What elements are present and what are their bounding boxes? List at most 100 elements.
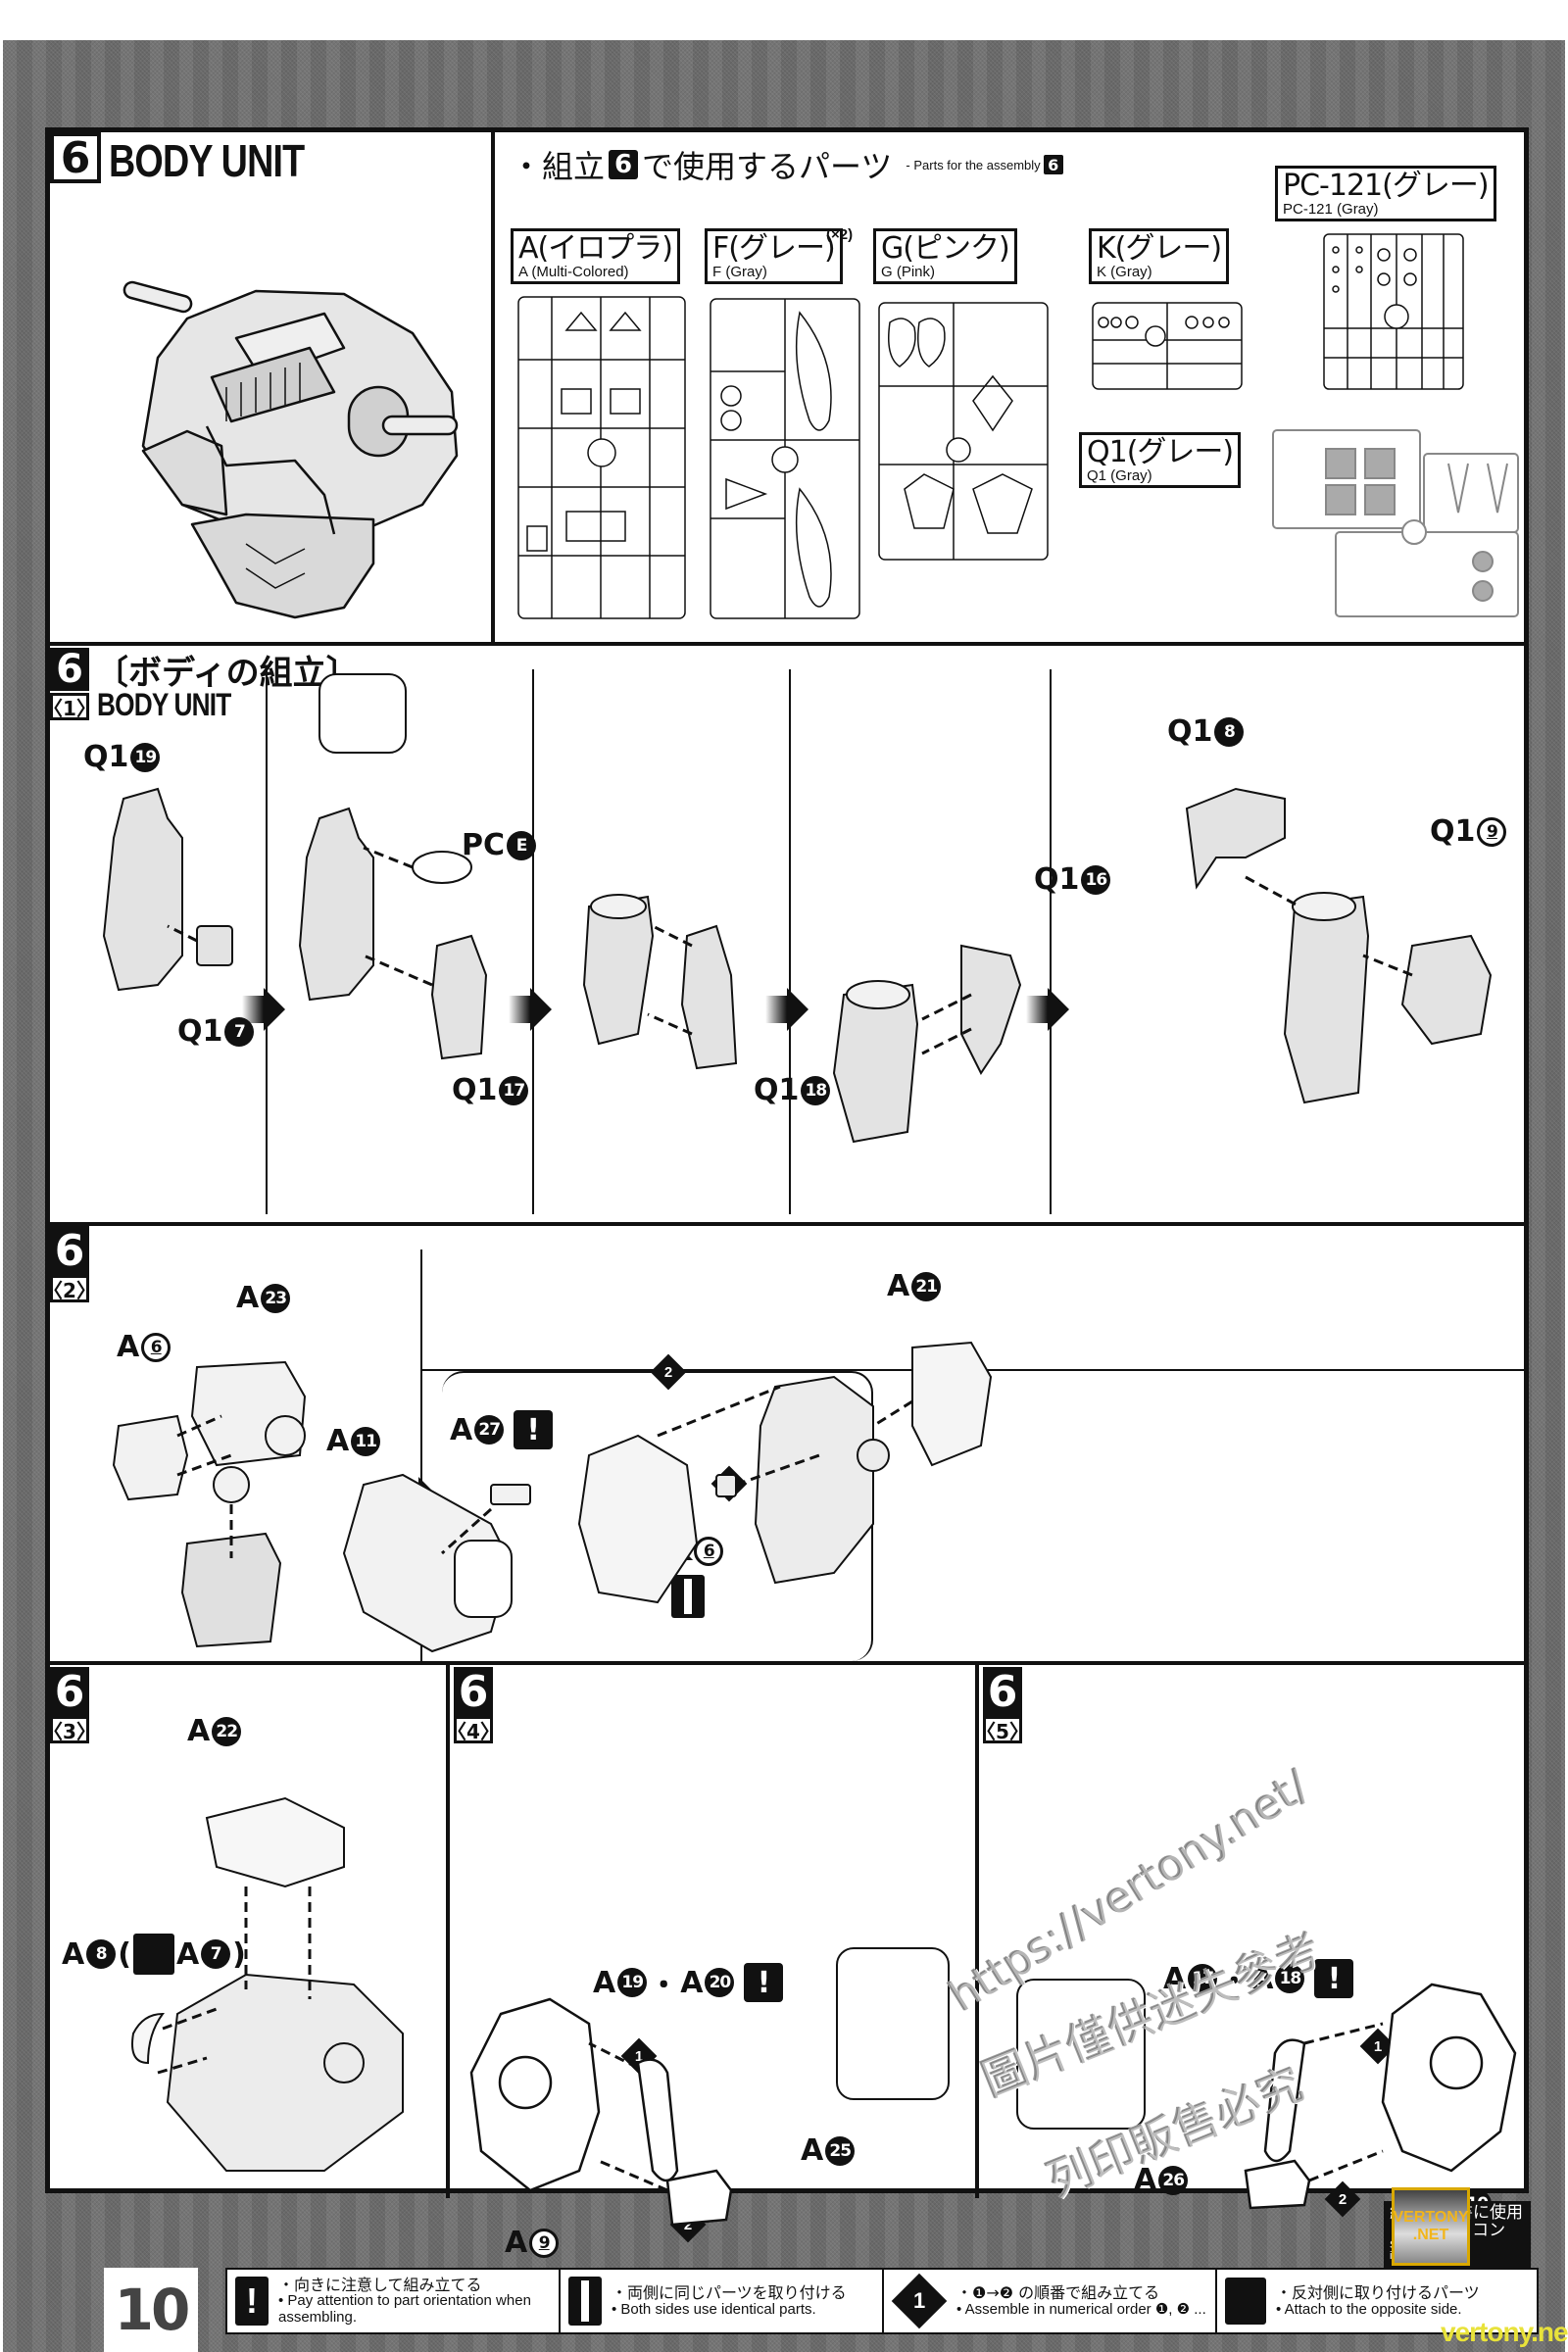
divider [50, 642, 1524, 646]
part-number: 7 [201, 1939, 231, 1969]
runner-k-diagram [1089, 295, 1246, 393]
runner-id: A [62, 1936, 85, 1972]
divider [50, 1661, 1524, 1665]
runner-label-f: F(グレー) F (Gray) [705, 228, 843, 285]
part-number: 21 [911, 1271, 942, 1301]
part-number: 16 [1081, 864, 1111, 895]
panel-divider [420, 1250, 422, 1661]
part-number: 19 [617, 1968, 648, 1997]
runner-id: A [505, 2226, 528, 2260]
runner-id: Q1 [754, 1073, 800, 1107]
part-number: 23 [261, 1283, 291, 1313]
leg-frame-pc-illustration [295, 799, 520, 1073]
runner-id: Q1 [1167, 714, 1213, 749]
panel-divider [789, 669, 791, 1214]
warning-icon: ! [1314, 1959, 1354, 1998]
watermark-badge: VERTONY .NET [1392, 2187, 1470, 2266]
warning-icon: ! [744, 1963, 784, 2002]
torso-core-illustration [89, 1348, 383, 1651]
part-number: 22 [212, 1716, 242, 1746]
part-number: 17 [1188, 1964, 1218, 1993]
next-step-arrow [1026, 988, 1069, 1031]
body-unit-completed-illustration [99, 220, 471, 622]
numerical-order-icon: 1 [891, 2273, 948, 2329]
part-number: 27 [474, 1415, 505, 1445]
legend-jp: ・❶→❷ の順番で組み立てる [956, 2282, 1160, 2302]
part-number: E [507, 830, 537, 860]
parts-title-jp-suffix: で使用するパーツ [642, 148, 893, 185]
part-number: 20 [705, 1968, 735, 1997]
symbol-legend: ! ・向きに注意して組み立てる• Pay attention to part o… [225, 2268, 1539, 2334]
legend-en: • Assemble in numerical order ❶, ❷ ... [956, 2300, 1206, 2318]
runner-id: A [117, 1330, 140, 1364]
watermark-bottom: vertony.net [1441, 2317, 1568, 2347]
step1-subtitle: BODY UNIT [97, 687, 231, 722]
parts-title-en: - Parts for the assembly [906, 157, 1041, 172]
leg-assembly-illustration [824, 936, 1040, 1152]
step2-sub-number: 〈2〉 [43, 1275, 96, 1302]
runner-id: A [236, 1281, 260, 1315]
legend-en: • Both sides use identical parts. [612, 2300, 816, 2318]
part-number: 18 [801, 1075, 831, 1105]
runner-id: A [593, 1965, 616, 2000]
runner-q1-diagram [1267, 424, 1524, 620]
legend-jp: ・向きに注意して組み立てる [278, 2275, 482, 2294]
runner-id: A [187, 1714, 211, 1748]
step1-title-jp: 〔ボディの組立〕 [95, 654, 360, 693]
warning-icon: ! [235, 2277, 269, 2326]
runner-g-jp: G(ピンク) [881, 231, 1010, 266]
both-sides-icon [568, 2277, 602, 2326]
detail-callout [1016, 1979, 1146, 2130]
step4-number-badge: 6 [454, 1667, 493, 1717]
runner-f-multiplier: (×2) [826, 226, 854, 243]
legend-item-opposite-side: ・反対側に取り付けるパーツ• Attach to the opposite si… [1217, 2270, 1537, 2332]
runner-id: Q1 [452, 1073, 498, 1107]
part-number: 6 [694, 1536, 724, 1566]
runner-label-k: K(グレー) K (Gray) [1089, 228, 1230, 285]
runner-id: A [680, 1965, 704, 2000]
legend-jp: ・両側に同じパーツを取り付ける [612, 2282, 847, 2302]
runner-k-en: K (Gray) [1097, 263, 1152, 280]
torso-top-cover-illustration [109, 1779, 432, 2190]
runner-id: A [326, 1424, 350, 1458]
badge-line2: .NET [1412, 2227, 1449, 2243]
runner-id: Q1 [1430, 814, 1476, 849]
step2-number-badge: 6 [50, 1226, 89, 1276]
step-number-badge: 6 [50, 132, 101, 183]
runner-id: Q1 [83, 740, 129, 774]
page-title: BODY UNIT [109, 135, 305, 186]
runner-q1-jp: Q1(グレー) [1087, 435, 1234, 469]
runner-id: A [450, 1412, 473, 1447]
runner-label-g: G(ピンク) G (Pink) [873, 228, 1017, 285]
detail-callout [318, 673, 407, 754]
opposite-side-icon [1225, 2278, 1266, 2325]
warning-icon: ! [514, 1410, 554, 1449]
runner-id: PC [462, 828, 506, 862]
runner-id: A [1250, 1961, 1274, 1996]
torso-assembly-illustration [577, 1328, 1520, 1642]
part-number: 26 [1158, 2165, 1189, 2195]
panel-divider [266, 669, 268, 1214]
runner-id: Q1 [1034, 862, 1080, 897]
leg-frame-illustration [89, 779, 256, 1014]
divider [491, 132, 495, 644]
parts-title-step-badge: 6 [609, 150, 639, 179]
parts-title-jp-prefix: 組立 [542, 148, 606, 185]
page-number: 10 [104, 2268, 198, 2352]
paren: ) [232, 1936, 246, 1972]
runner-id: A [801, 2133, 824, 2168]
part-number: 18 [1275, 1964, 1305, 1993]
legend-item-numerical-order: 1 ・❶→❷ の順番で組み立てる• Assemble in numerical … [884, 2270, 1217, 2332]
part-number: 19 [130, 742, 161, 772]
runner-id: A [175, 1936, 200, 1972]
